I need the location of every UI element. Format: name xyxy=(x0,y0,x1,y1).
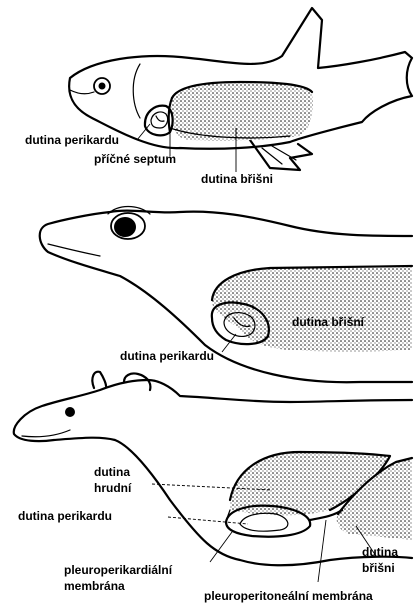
mammal-label-thorax-1: dutina xyxy=(94,465,130,479)
fish-heart xyxy=(151,112,168,128)
amphibian-abdominal-cavity xyxy=(212,266,412,352)
mammal-eye xyxy=(65,407,75,417)
mammal-leader-pericardium xyxy=(168,517,248,524)
amphibian-panel: dutina břišní dutina perikardu xyxy=(40,207,412,383)
fish-label-abdomen: dutina břišni xyxy=(201,172,273,186)
mammal-heart xyxy=(240,513,288,531)
mammal-label-pleuropericardial-1: pleuroperikardiální xyxy=(64,563,173,577)
mammal-label-pleuroperitoneal: pleuroperitoneální membrána xyxy=(204,589,373,603)
mammal-ear-left xyxy=(92,372,106,388)
mammal-label-pleuropericardial-2: membrána xyxy=(64,579,125,593)
amphibian-label-pericardium: dutina perikardu xyxy=(120,349,214,363)
amphibian-eye-pupil xyxy=(114,217,136,237)
fish-mouth xyxy=(70,90,94,94)
fish-label-pericardium: dutina perikardu xyxy=(25,133,119,147)
mammal-label-abdomen-2: břišni xyxy=(362,561,395,575)
mammal-label-thorax-2: hrudní xyxy=(94,481,132,495)
fish-gill xyxy=(133,64,140,118)
mammal-label-pericardium: dutina perikardu xyxy=(18,509,112,523)
fish-label-septum: příčné septum xyxy=(94,152,176,166)
mammal-panel: dutina hrudní dutina perikardu dutina bř… xyxy=(14,372,412,603)
fish-panel: dutina perikardu příčné septum dutina bř… xyxy=(25,8,412,186)
fish-fin-rays xyxy=(262,146,296,164)
mammal-leader-pleuroperitoneal xyxy=(318,520,326,582)
mammal-label-abdomen-1: dutina xyxy=(362,545,398,559)
fish-eye-pupil xyxy=(99,83,106,90)
fish-abdominal-cavity xyxy=(171,82,313,141)
amphibian-label-abdomen: dutina břišní xyxy=(292,315,365,329)
mammal-mouth xyxy=(22,430,70,437)
